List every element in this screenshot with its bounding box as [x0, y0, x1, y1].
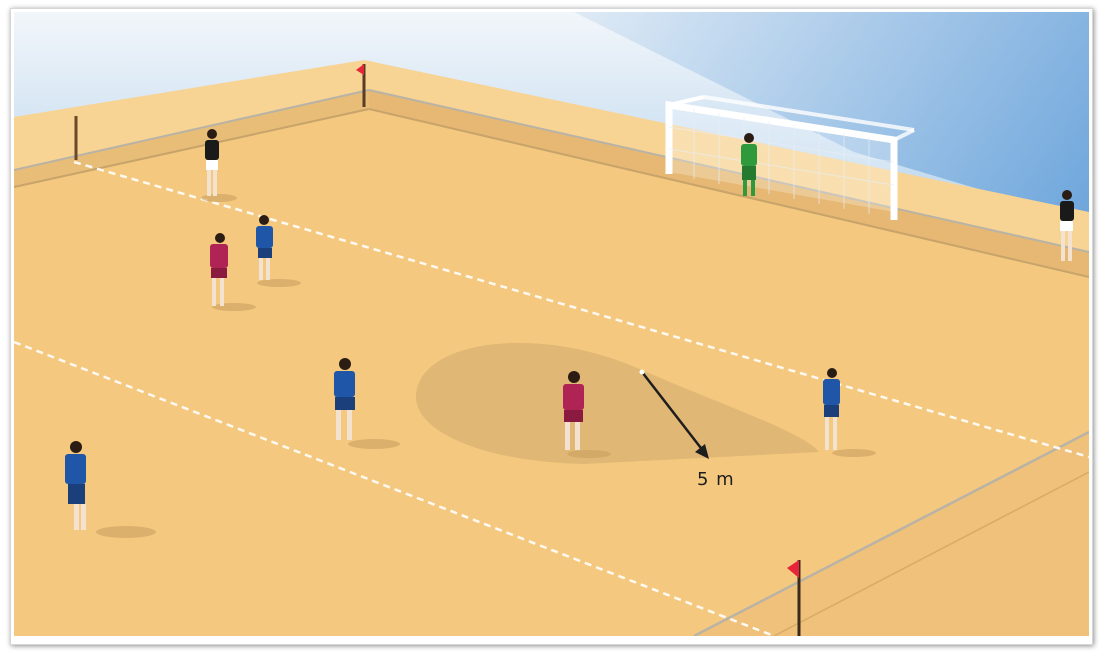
beach-soccer-field-diagram [14, 12, 1089, 636]
distance-label: 5 m [697, 469, 735, 490]
